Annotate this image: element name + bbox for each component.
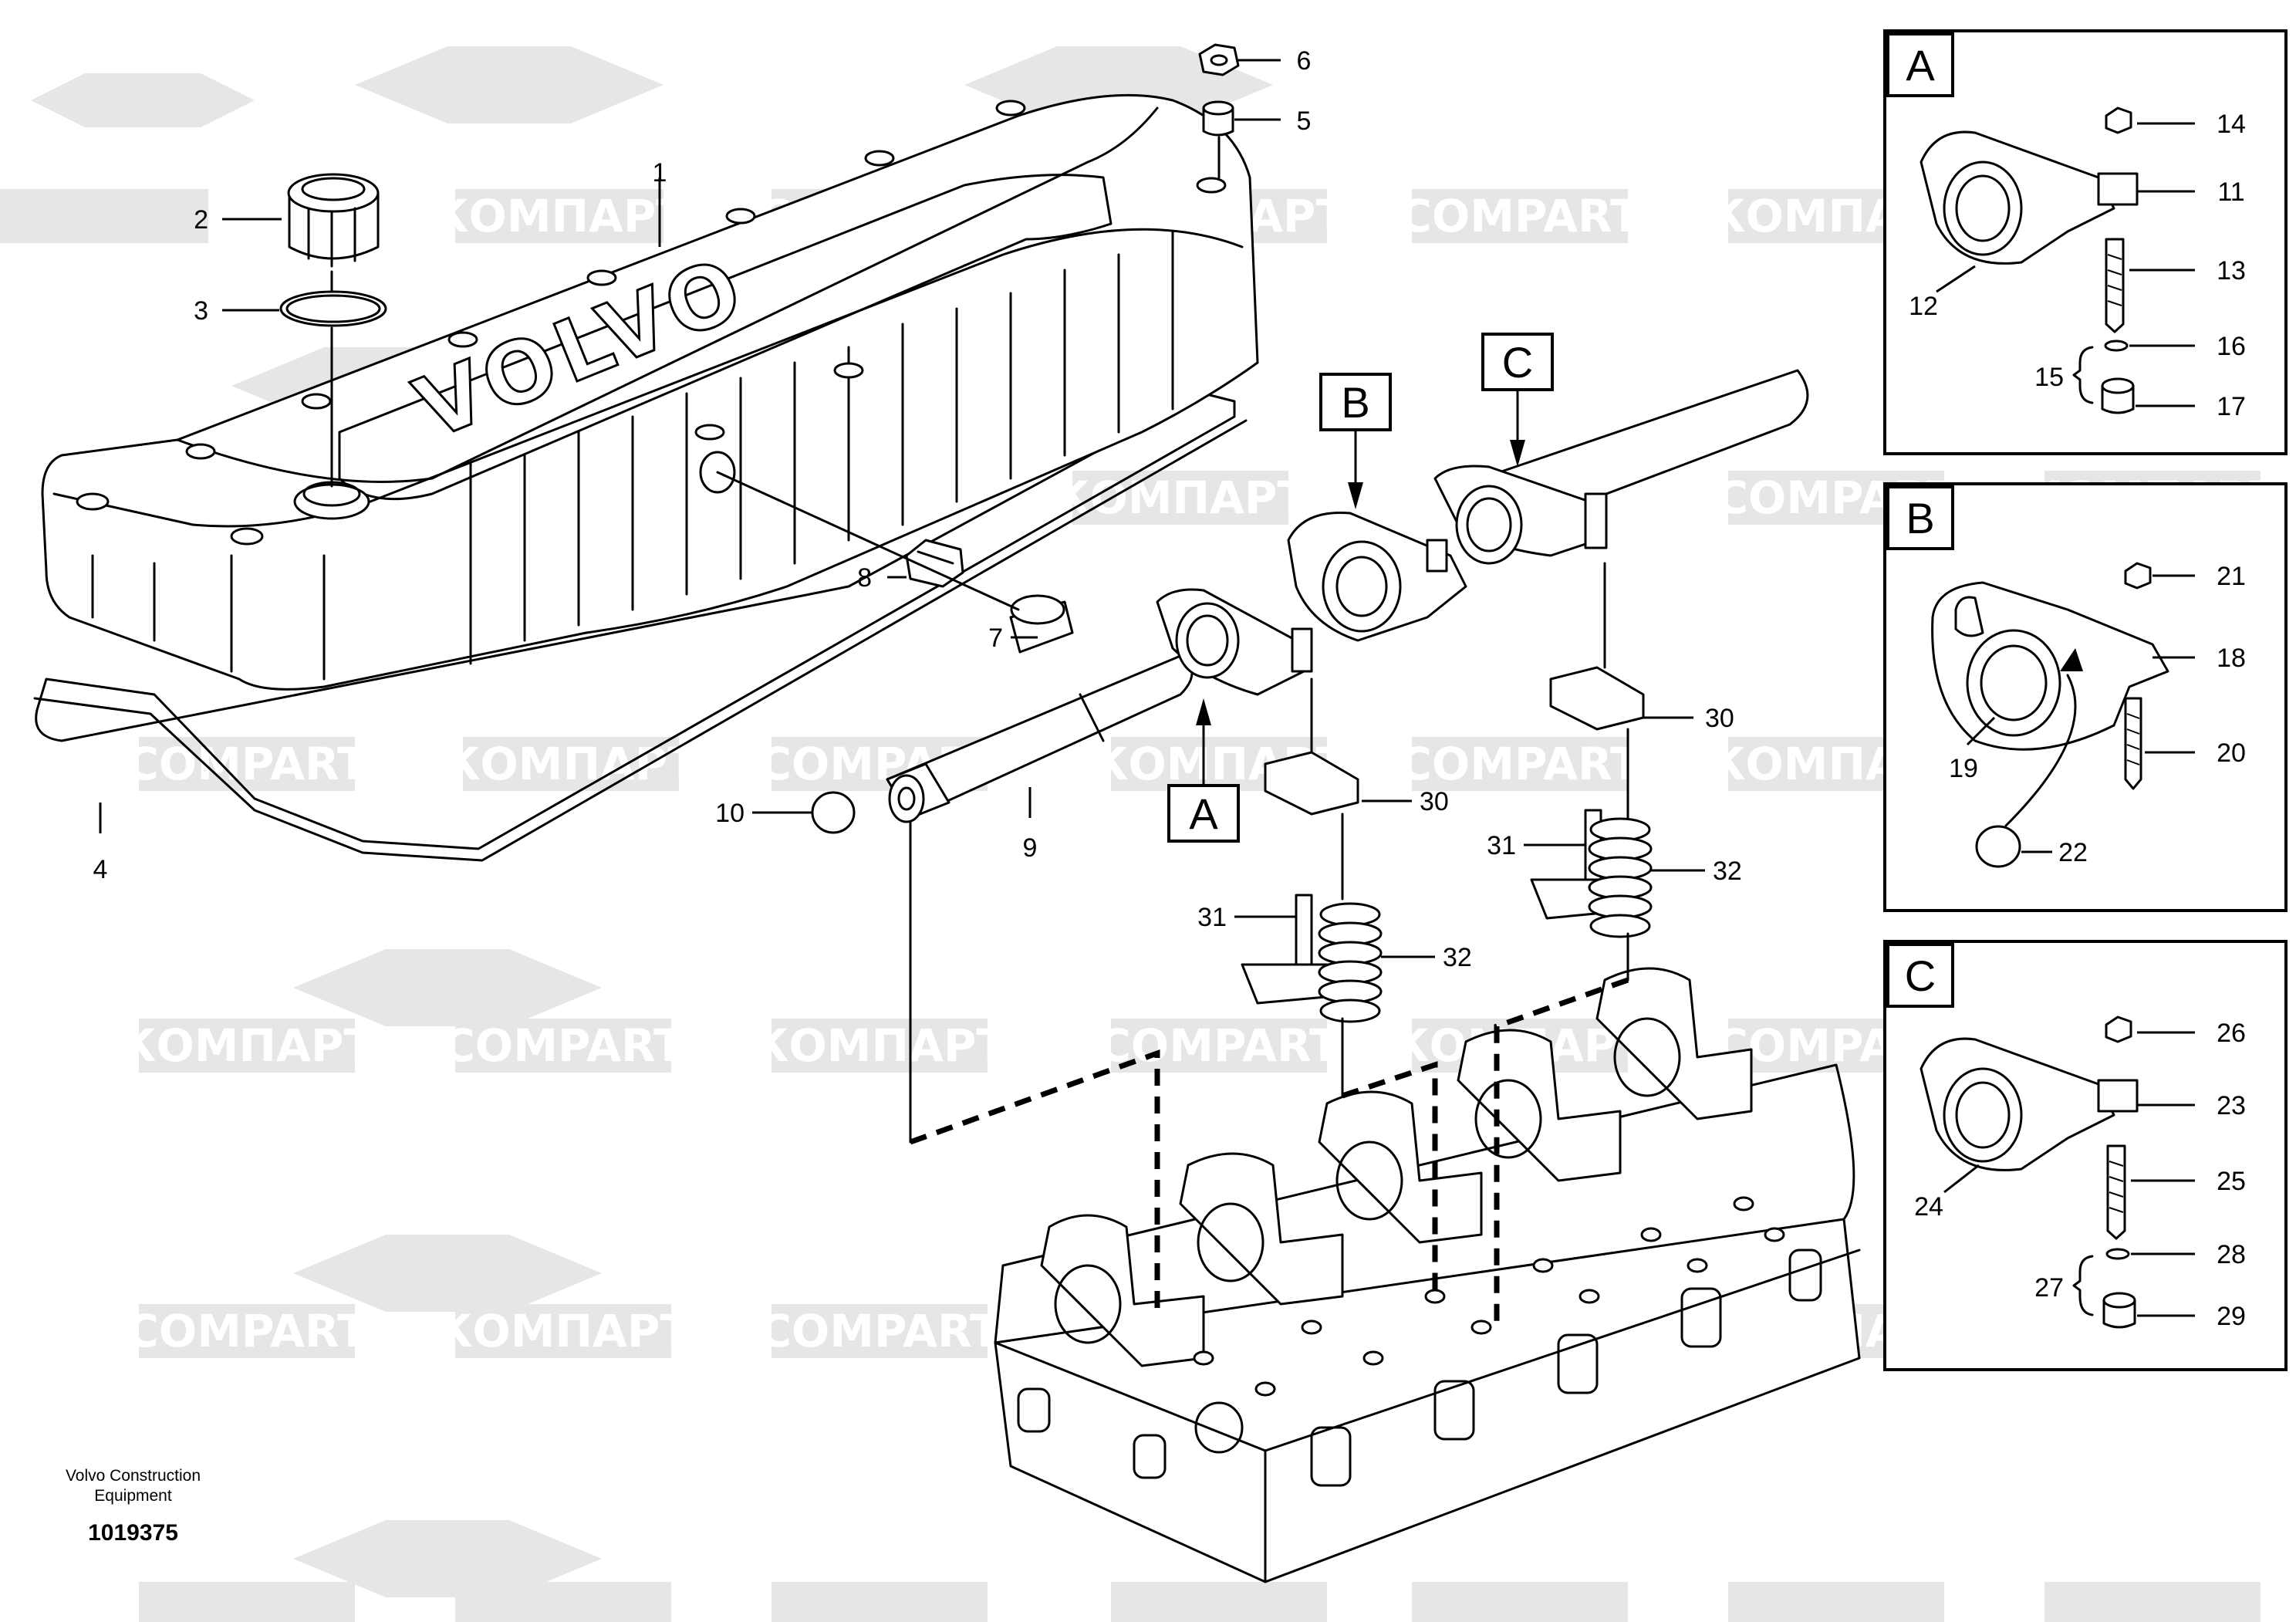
- shaft-plug: [811, 791, 856, 834]
- callout-24: 24: [1914, 1192, 1943, 1222]
- detail-box-b[interactable]: B: [1319, 373, 1392, 509]
- callout-32: 32: [1713, 857, 1742, 886]
- callout-4: 4: [93, 855, 108, 884]
- detail-panel-c: C 26 23 25 28 29 24 27: [1883, 940, 2288, 1371]
- callout-29: 29: [2217, 1302, 2246, 1331]
- assembly-lines: [909, 820, 1629, 1327]
- wm-text: COMPART: [442, 1019, 684, 1072]
- callout-21: 21: [2217, 562, 2246, 591]
- detail-panel-b: B 21 18 20 22 19: [1883, 482, 2288, 912]
- rocker-arm-b-main: [1287, 511, 1467, 642]
- wm-text: COMPART: [1399, 190, 1641, 242]
- valve-spring-assembly-1: [1241, 894, 1383, 1023]
- callout-30: 30: [1420, 787, 1449, 816]
- publisher-block: Volvo Construction Equipment 1019375: [54, 1466, 212, 1546]
- callout-10: 10: [715, 799, 745, 828]
- callout-25: 25: [2217, 1167, 2246, 1196]
- hose-clip: [905, 539, 964, 588]
- callout-19: 19: [1949, 754, 1978, 783]
- panel-b-title: B: [1906, 494, 1934, 542]
- valve-bridge-2: [1549, 666, 1645, 731]
- rocker-arm-c-main: [1433, 465, 1608, 565]
- main-callouts: 2 3 1 4 6 5 8 7 9 10 30 30 31 31 32 32: [93, 46, 1742, 972]
- wm-text: КОМПАРТ: [432, 190, 687, 242]
- cylinder-head: [994, 967, 1861, 1583]
- callout-12: 12: [1909, 292, 1938, 321]
- detail-box-a[interactable]: A: [1167, 698, 1240, 843]
- callout-15: 15: [2034, 363, 2064, 392]
- watermark-row-4: КОМПАРТ COMPART КОМПАРТ COMPART КОМПАРТ …: [120, 949, 1957, 1073]
- callout-20: 20: [2217, 738, 2246, 768]
- callout-32: 32: [1443, 943, 1472, 972]
- callout-1: 1: [653, 158, 667, 188]
- leader-lines: [99, 59, 1705, 958]
- publisher-name-line2: Equipment: [94, 1487, 172, 1505]
- callout-2: 2: [194, 205, 208, 235]
- drawing-number: 1019375: [88, 1520, 178, 1546]
- detail-panel-a: A 14 11 13 16 17 12 15: [1883, 29, 2288, 455]
- cover-nut: [1198, 43, 1240, 76]
- callout-5: 5: [1297, 106, 1312, 136]
- callout-8: 8: [857, 563, 872, 593]
- callout-23: 23: [2217, 1091, 2246, 1120]
- svg-text:B: B: [1341, 378, 1369, 427]
- wm-text: COMPART: [126, 738, 368, 790]
- wm-text: COMPART: [758, 1305, 1001, 1357]
- o-ring: [279, 290, 387, 327]
- callout-31: 31: [1197, 903, 1227, 932]
- callout-26: 26: [2217, 1019, 2246, 1048]
- plug: [1009, 594, 1074, 654]
- callout-17: 17: [2217, 392, 2246, 421]
- callout-11: 11: [2217, 177, 2244, 207]
- detail-box-c[interactable]: C: [1481, 333, 1554, 467]
- publisher-name-line1: Volvo Construction: [65, 1467, 201, 1485]
- panel-a-title: A: [1906, 41, 1935, 90]
- wm-text: КОМПАРТ: [1053, 471, 1308, 524]
- wm-text: КОМПАРТ: [436, 1305, 690, 1357]
- valve-spring-assembly-2: [1530, 809, 1653, 938]
- svg-text:A: A: [1189, 789, 1218, 838]
- callout-16: 16: [2217, 332, 2246, 361]
- callout-13: 13: [2217, 256, 2246, 286]
- callout-22: 22: [2058, 838, 2088, 867]
- wm-text: COMPART: [1098, 1019, 1340, 1072]
- callout-27: 27: [2034, 1273, 2064, 1303]
- callout-14: 14: [2217, 110, 2246, 139]
- watermark-row-6: [139, 1520, 2261, 1622]
- svg-text:C: C: [1502, 338, 1533, 387]
- wm-text: КОМПАРТ: [120, 1019, 374, 1072]
- callout-7: 7: [988, 623, 1003, 653]
- wm-text: КОМПАРТ: [752, 1019, 1007, 1072]
- callout-3: 3: [194, 296, 208, 326]
- callout-28: 28: [2217, 1240, 2246, 1269]
- rocker-arm-a-main: [1156, 588, 1313, 696]
- callout-31: 31: [1487, 831, 1516, 860]
- callout-18: 18: [2217, 644, 2246, 673]
- wm-text: COMPART: [126, 1305, 368, 1357]
- callout-9: 9: [1023, 833, 1038, 863]
- callout-30: 30: [1705, 704, 1734, 733]
- wm-text: COMPART: [1399, 738, 1641, 790]
- panel-c-title: C: [1905, 951, 1936, 1000]
- callout-6: 6: [1297, 46, 1312, 76]
- filler-cap: [287, 173, 380, 268]
- cover-spacer: [1202, 100, 1234, 137]
